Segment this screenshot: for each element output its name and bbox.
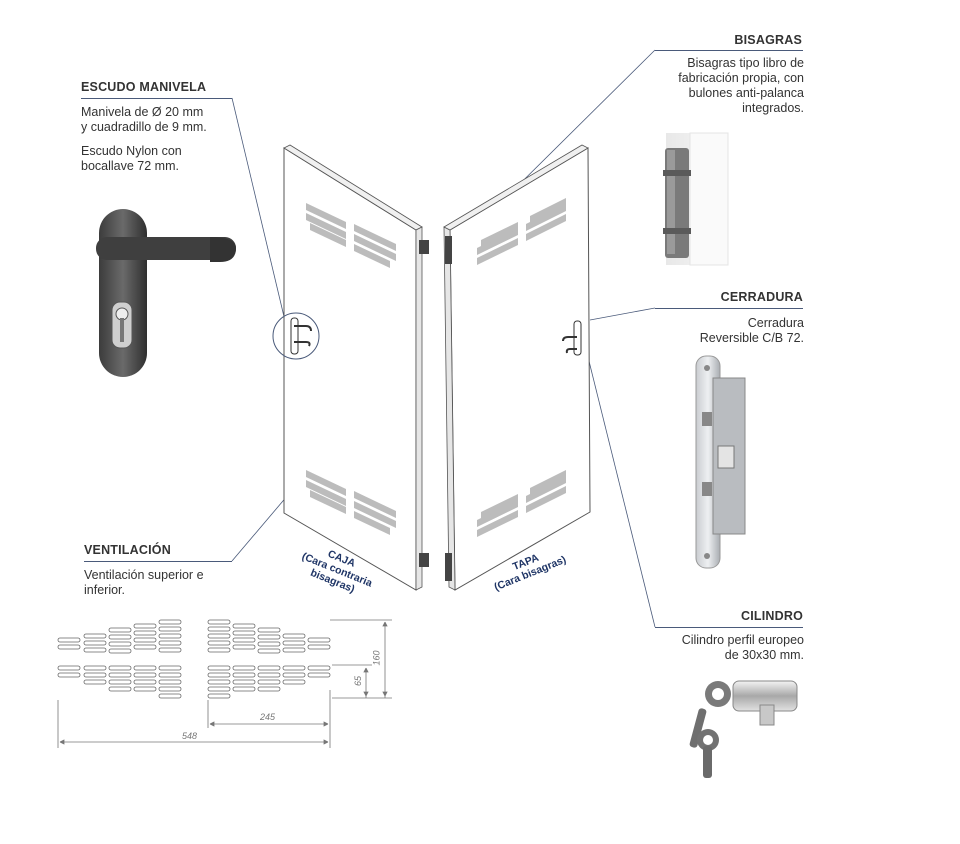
bisagras-rule — [655, 50, 803, 51]
escudo-text: Manivela de Ø 20 mm y cuadradillo de 9 m… — [81, 105, 261, 174]
bisagras-line3: bulones anti-palanca — [688, 86, 804, 100]
bisagras-title: BISAGRAS — [734, 33, 802, 47]
cerradura-image — [695, 355, 746, 569]
leader-cilindro — [584, 344, 656, 628]
cilindro-title: CILINDRO — [740, 609, 803, 623]
escudo-line4: bocallave 72 mm. — [81, 159, 179, 173]
leader-escudo — [231, 97, 287, 326]
callout-cilindro: CILINDRO — [623, 609, 803, 623]
bisagras-line4: integrados. — [742, 101, 804, 115]
dim-total-width: 548 — [182, 731, 198, 741]
vent-tapa-top — [477, 198, 566, 265]
cerradura-line2: Reversible C/B 72. — [699, 331, 804, 345]
ventilacion-text: Ventilación superior e inferior. — [84, 568, 264, 598]
cerradura-rule — [655, 308, 803, 309]
cilindro-line1: Cilindro perfil europeo — [681, 633, 804, 647]
bisagras-image — [663, 132, 729, 266]
door-tapa — [443, 144, 591, 591]
vent-slots-left-lower — [57, 665, 182, 699]
cilindro-rule — [655, 627, 803, 628]
vent-slots-right-upper — [207, 619, 331, 654]
ventilacion-line2: inferior. — [84, 583, 125, 597]
dim-offset: 65 — [353, 675, 364, 687]
dim-half-width: 245 — [260, 712, 276, 722]
bisagras-line2: fabricación propia, con — [678, 71, 804, 85]
vent-caja-bottom — [306, 470, 396, 535]
vent-tapa-bottom — [477, 470, 566, 537]
dim-height: 160 — [371, 650, 382, 666]
callout-ventilacion: VENTILACIÓN — [84, 543, 264, 557]
dimension-lines — [57, 619, 392, 748]
callout-bisagras: BISAGRAS — [622, 33, 802, 47]
cilindro-line2: de 30x30 mm. — [724, 648, 804, 662]
ventilacion-title: VENTILACIÓN — [84, 543, 171, 557]
cerradura-title: CERRADURA — [720, 290, 803, 304]
vent-dimension-drawing — [57, 619, 392, 748]
escudo-handle-image — [96, 209, 236, 377]
ventilacion-rule — [84, 561, 232, 562]
bisagras-line1: Bisagras tipo libro de — [687, 56, 804, 70]
leader-cerradura — [589, 307, 656, 321]
cerradura-line1: Cerradura — [747, 316, 804, 330]
vent-slots-left-upper — [57, 619, 182, 654]
escudo-title: ESCUDO MANIVELA — [81, 80, 207, 94]
escudo-rule — [81, 98, 232, 99]
vent-slots-right-lower — [207, 665, 331, 699]
escudo-line3: Escudo Nylon con — [81, 144, 182, 158]
escudo-line1: Manivela de Ø 20 mm — [81, 105, 204, 119]
cerradura-text: Cerradura Reversible C/B 72. — [624, 316, 804, 346]
callout-cerradura: CERRADURA — [623, 290, 803, 304]
bisagras-text: Bisagras tipo libro de fabricación propi… — [624, 56, 804, 116]
cilindro-text: Cilindro perfil europeo de 30x30 mm. — [624, 633, 804, 663]
door-caja — [272, 144, 429, 591]
callout-escudo-manivela: ESCUDO MANIVELA — [81, 80, 261, 94]
cilindro-image — [689, 680, 798, 778]
vent-caja-top — [306, 203, 396, 268]
escudo-line2: y cuadradillo de 9 mm. — [81, 120, 207, 134]
ventilacion-line1: Ventilación superior e — [84, 568, 204, 582]
